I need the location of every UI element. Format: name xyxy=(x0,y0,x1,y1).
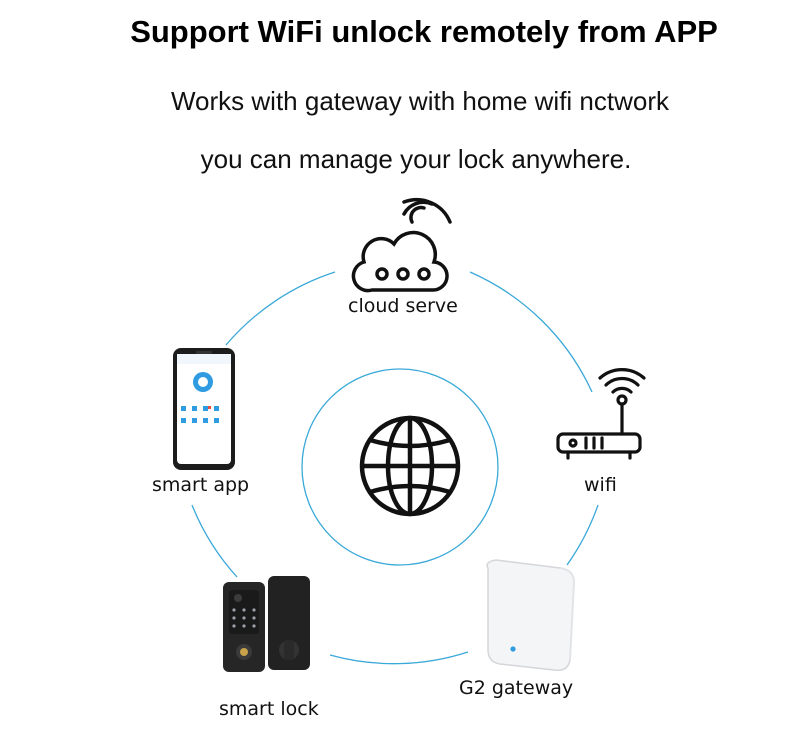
cloud-serve-label: cloud serve xyxy=(348,295,458,317)
wifi-label: wifi xyxy=(584,474,617,496)
gateway-device xyxy=(486,559,576,672)
subtitle-line-1: Works with gateway with home wifi nctwor… xyxy=(170,86,669,116)
globe-icon xyxy=(359,415,461,517)
inner-ring xyxy=(301,368,499,566)
subtitle-line-2: you can manage your lock anywhere. xyxy=(200,144,632,174)
outer-ring xyxy=(191,271,599,665)
page-title: Support WiFi unlock remotely from APP xyxy=(130,14,718,49)
cloud-icon xyxy=(351,197,452,293)
ring-arc-wifi-gateway xyxy=(566,504,599,566)
router-icon xyxy=(556,368,646,460)
smart-app-label: smart app xyxy=(152,474,250,496)
ring-arc-cloud-wifi xyxy=(469,271,593,393)
ring-arc-gateway-lock xyxy=(329,651,469,665)
g2-gateway-label: G2 gateway xyxy=(459,677,574,699)
smart-lock-label: smart lock xyxy=(219,698,319,720)
ring-arc-cloud-app xyxy=(225,271,336,346)
ring-arc-lock-app xyxy=(191,504,238,578)
smartphone-app xyxy=(173,348,235,470)
smart-lock-device xyxy=(223,576,310,672)
